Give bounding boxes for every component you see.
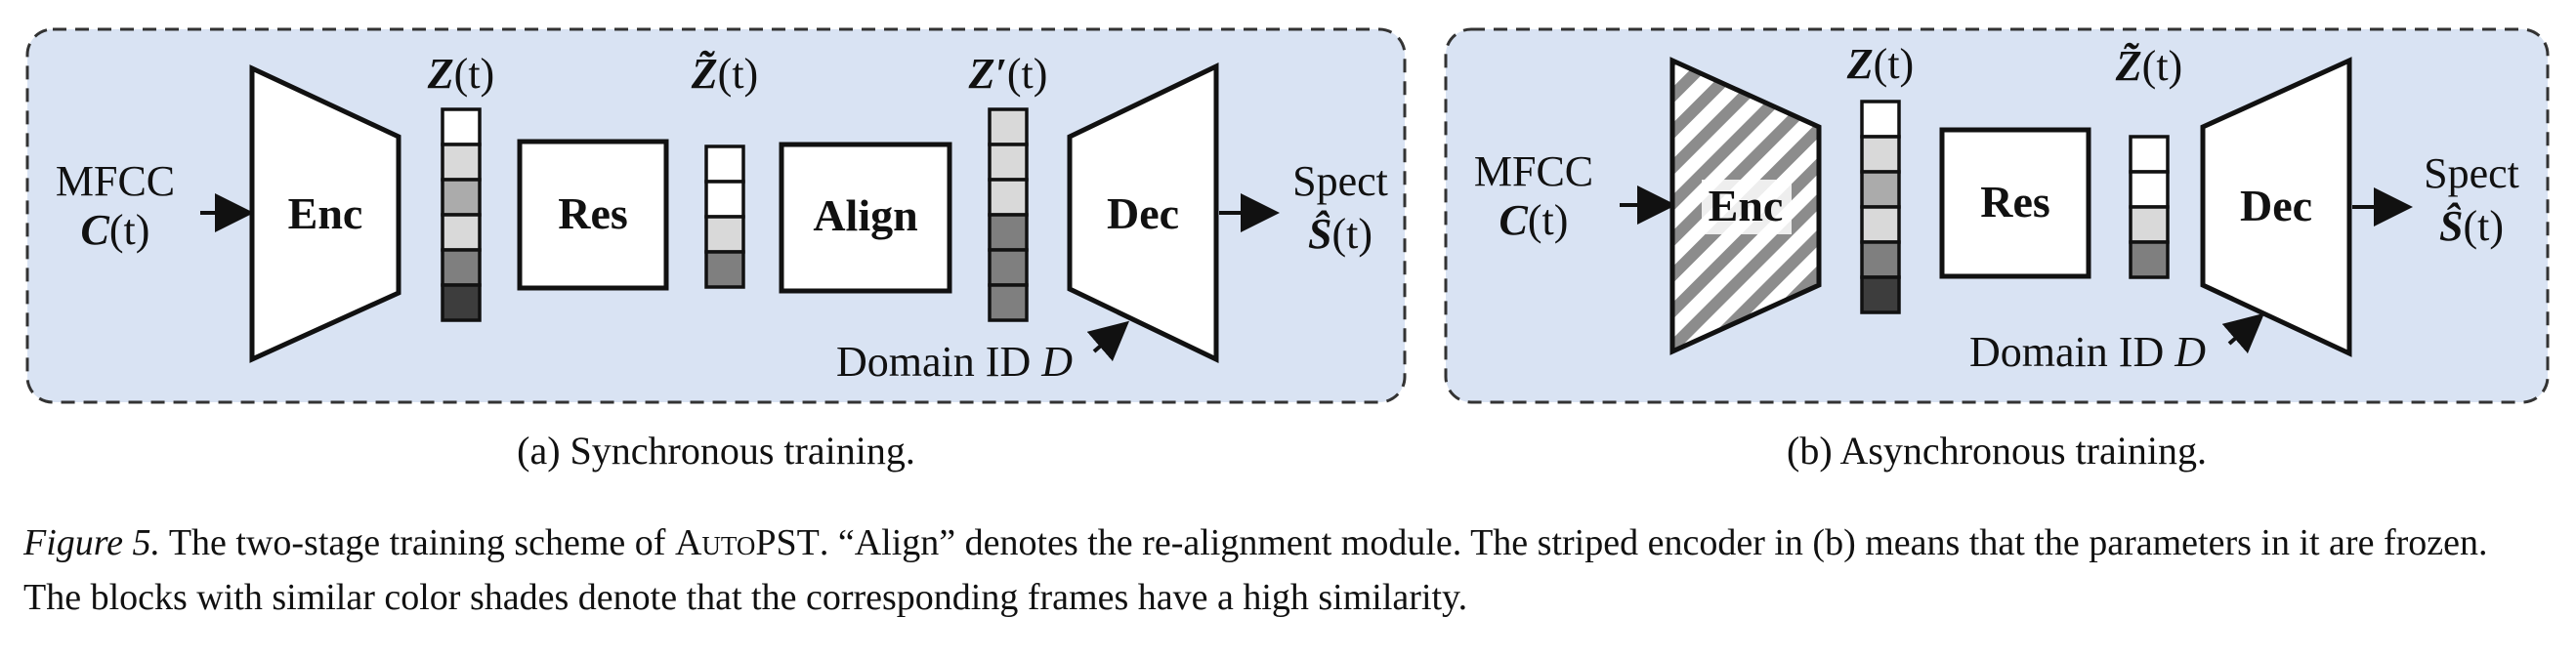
res-block bbox=[1939, 127, 2091, 279]
frame-cell bbox=[441, 107, 482, 146]
output-label: Spect bbox=[2424, 149, 2519, 197]
domain-id-arrow bbox=[2221, 312, 2265, 354]
domain-id-label: Domain ID D bbox=[1969, 328, 2206, 376]
frame-cell bbox=[441, 283, 482, 322]
decoder-label: Dec bbox=[2240, 181, 2312, 230]
ztilde-label: Z̃(t) bbox=[691, 50, 758, 98]
res-label: Res bbox=[1980, 177, 2050, 227]
z-label: Z(t) bbox=[427, 50, 494, 98]
domain-id-arrow bbox=[1086, 320, 1130, 362]
domain-id-label: Domain ID D bbox=[836, 338, 1073, 386]
output-label: Spect bbox=[1292, 157, 1388, 205]
caption-text-2: . “Align” denotes the re-alignment modul… bbox=[23, 522, 2488, 618]
frame-cell bbox=[704, 180, 745, 219]
frame-cell bbox=[988, 107, 1029, 146]
panel-b: MFCC C(t) Enc Z(t) Res Z̃(t) Dec Spect Ŝ… bbox=[1444, 27, 2550, 473]
frame-cell bbox=[988, 178, 1029, 217]
frame-cell bbox=[1860, 205, 1901, 244]
frame-cell bbox=[1860, 135, 1901, 174]
frame-cell bbox=[441, 143, 482, 182]
frame-cell bbox=[2129, 240, 2170, 279]
frame-cell bbox=[441, 213, 482, 252]
frame-cell bbox=[2129, 205, 2170, 244]
output-variable: Ŝ(t) bbox=[1308, 210, 1372, 258]
align-block bbox=[779, 142, 952, 294]
model-name: AutoPST bbox=[674, 522, 820, 563]
decoder-block bbox=[2200, 57, 2352, 357]
encoder-label-backdrop bbox=[1702, 180, 1792, 234]
frame-cell bbox=[988, 248, 1029, 287]
input-label: MFCC bbox=[1474, 147, 1593, 195]
frame-cell bbox=[441, 248, 482, 287]
zprime-label: Z′(t) bbox=[968, 50, 1048, 98]
ztilde-frame-stack bbox=[2129, 135, 2170, 279]
zprime-frame-stack bbox=[988, 107, 1029, 322]
decoder-block bbox=[1067, 62, 1219, 363]
decoder-label: Dec bbox=[1107, 188, 1179, 238]
frame-cell bbox=[988, 143, 1029, 182]
panel-a: MFCC C(t) Enc Z(t) Res Z̃(t) Align Z′(t)… bbox=[25, 27, 1407, 473]
encoder-block bbox=[249, 64, 401, 363]
ztilde-frame-stack bbox=[704, 144, 745, 289]
frame-cell bbox=[988, 213, 1029, 252]
frame-cell bbox=[704, 250, 745, 289]
frame-cell bbox=[1860, 100, 1901, 139]
figure-label: Figure 5. bbox=[23, 522, 161, 563]
panel-a-caption: (a) Synchronous training. bbox=[517, 429, 915, 473]
output-variable: Ŝ(t) bbox=[2439, 202, 2504, 250]
frame-cell bbox=[1860, 275, 1901, 314]
frame-cell bbox=[441, 178, 482, 217]
z-frame-stack bbox=[1860, 100, 1901, 314]
encoder-label: Enc bbox=[1709, 181, 1784, 230]
frame-cell bbox=[988, 283, 1029, 322]
ztilde-label: Z̃(t) bbox=[2115, 42, 2182, 90]
frame-cell bbox=[1860, 170, 1901, 209]
res-block bbox=[517, 139, 669, 291]
encoder-label: Enc bbox=[288, 188, 363, 238]
frame-cell bbox=[1860, 240, 1901, 279]
frame-cell bbox=[704, 144, 745, 184]
frame-cell bbox=[2129, 170, 2170, 209]
input-variable: C(t) bbox=[1499, 196, 1569, 244]
frame-cell bbox=[2129, 135, 2170, 174]
z-frame-stack bbox=[441, 107, 482, 322]
input-label: MFCC bbox=[56, 157, 175, 205]
z-label: Z(t) bbox=[1846, 40, 1914, 88]
caption-text-1: The two-stage training scheme of bbox=[160, 522, 675, 563]
figure-caption: Figure 5. The two-stage training scheme … bbox=[23, 515, 2554, 625]
res-label: Res bbox=[558, 188, 628, 238]
frame-cell bbox=[704, 215, 745, 254]
panel-b-caption: (b) Asynchronous training. bbox=[1787, 429, 2207, 473]
diagram-canvas: MFCC C(t) Enc Z(t) Res Z̃(t) Align Z′(t)… bbox=[25, 27, 2550, 473]
input-variable: C(t) bbox=[81, 206, 150, 254]
align-label: Align bbox=[813, 190, 917, 240]
